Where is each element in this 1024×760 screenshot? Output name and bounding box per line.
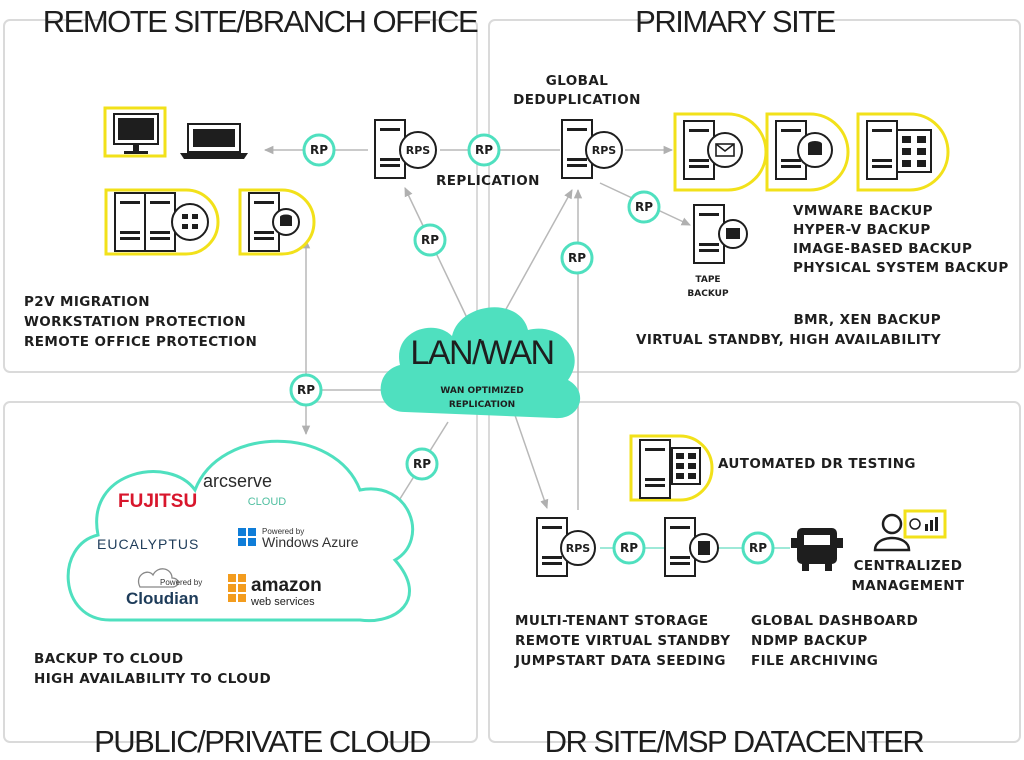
svg-text:Windows Azure: Windows Azure [262,534,359,550]
svg-text:RP: RP [620,541,638,555]
svg-text:EUCALYPTUS: EUCALYPTUS [97,536,199,552]
truck-icon [791,528,843,571]
dr-rps-server: RPS [536,517,596,577]
primary-extra-1: BMR, XEN BACKUP [793,312,941,328]
replication-label: REPLICATION [436,173,540,189]
lan-wan-cloud: LAN/WAN WAN OPTIMIZED REPLICATION [380,307,581,419]
rp-node: RP [413,223,447,257]
management-user-icon [873,509,947,552]
remote-server-cluster [104,188,220,256]
rps-label: RPS [592,144,617,157]
management-line-2: MANAGEMENT [851,578,964,594]
remote-rps-server: RPS [374,119,437,179]
svg-text:CLOUD: CLOUD [248,496,287,508]
rp-node: RP [612,531,646,565]
virtualization-server [856,112,950,192]
svg-text:Cloudian: Cloudian [126,589,199,608]
fujitsu-logo: FUJITSU [118,491,197,512]
management-line-1: CENTRALIZED [854,558,963,574]
hub-sub-1: WAN OPTIMIZED [440,386,523,396]
svg-text:FUJITSU: FUJITSU [118,491,197,512]
desktop-monitor-icon [103,106,167,158]
windows-azure-logo: Powered by Windows Azure [238,527,359,550]
remote-feature-2: WORKSTATION PROTECTION [24,314,246,330]
svg-text:RP: RP [413,457,431,471]
global-dedup-line-2: DEDUPLICATION [513,92,641,108]
database-server [765,112,850,192]
tape-label-2: BACKUP [687,289,729,299]
dr-dashboard-3: FILE ARCHIVING [751,653,878,669]
rp-node: RP [289,373,323,407]
svg-text:RP: RP [310,143,328,157]
primary-backup-1: VMWARE BACKUP [793,203,933,219]
eucalyptus-logo: EUCALYPTUS [97,536,199,552]
cloud-feature-1: BACKUP TO CLOUD [34,651,183,667]
svg-text:RP: RP [749,541,767,555]
rp-node: RP [467,133,501,167]
svg-text:Powered by: Powered by [160,578,202,587]
remote-database-server [238,188,316,256]
cloud-title: PUBLIC/PRIVATE CLOUD [94,724,430,759]
dr-storage-3: JUMPSTART DATA SEEDING [514,653,726,669]
rps-label: RPS [566,542,591,555]
svg-text:amazon: amazon [251,575,322,596]
rps-label: RPS [406,144,431,157]
automated-dr-label: AUTOMATED DR TESTING [718,456,916,472]
dr-storage-server [664,517,719,577]
remote-feature-3: REMOTE OFFICE PROTECTION [24,334,257,350]
amazon-web-services-logo: amazon web services [228,574,322,608]
laptop-icon [180,123,248,159]
rp-node: RP [741,531,775,565]
svg-text:arcserve: arcserve [203,471,272,491]
tape-backup-server [693,204,748,264]
arcserve-logo: arcserve CLOUD [203,471,286,508]
rp-node: RP [627,190,661,224]
svg-text:RP: RP [297,383,315,397]
dr-testing-server [629,434,714,502]
primary-backup-3: IMAGE-BASED BACKUP [793,241,972,257]
primary-rps-server: RPS [561,119,623,179]
rp-node: RP [405,447,439,481]
rp-node: RP [560,241,594,275]
cloudian-logo: Powered by Cloudian [126,568,202,608]
dr-storage-1: MULTI-TENANT STORAGE [515,613,709,629]
primary-site-title: PRIMARY SITE [635,4,835,39]
global-dedup-line-1: GLOBAL [546,73,608,89]
remote-feature-1: P2V MIGRATION [24,294,150,310]
tape-label-1: TAPE [695,275,720,285]
primary-extra-2: VIRTUAL STANDBY, HIGH AVAILABILITY [636,332,941,348]
cloud-feature-2: HIGH AVAILABILITY TO CLOUD [34,671,271,687]
rp-node: RP [302,133,336,167]
primary-backup-4: PHYSICAL SYSTEM BACKUP [793,260,1009,276]
dr-dashboard-1: GLOBAL DASHBOARD [751,613,918,629]
svg-text:RP: RP [568,251,586,265]
svg-text:web services: web services [250,596,315,608]
hub-sub-2: REPLICATION [449,400,515,410]
dr-dashboard-2: NDMP BACKUP [751,633,868,649]
remote-site-title: REMOTE SITE/BRANCH OFFICE [43,4,478,39]
svg-text:Powered by: Powered by [262,527,304,536]
email-server [673,112,768,192]
svg-text:RP: RP [635,200,653,214]
primary-backup-2: HYPER-V BACKUP [793,222,931,238]
hub-title: LAN/WAN [410,334,553,372]
svg-text:RP: RP [475,143,493,157]
svg-text:RP: RP [421,233,439,247]
dr-site-title: DR SITE/MSP DATACENTER [545,724,924,759]
dr-storage-2: REMOTE VIRTUAL STANDBY [515,633,730,649]
